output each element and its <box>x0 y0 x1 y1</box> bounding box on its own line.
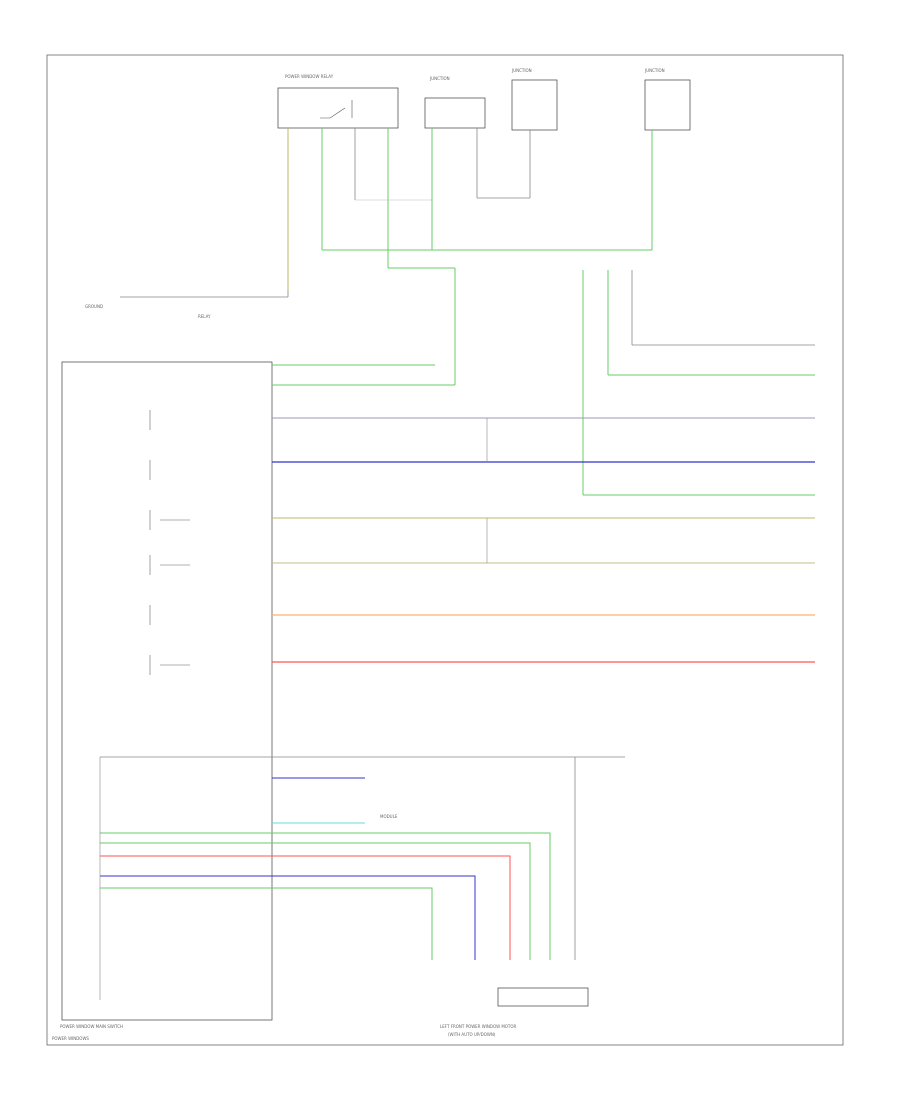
relay-switch-symbol <box>320 107 346 119</box>
outer-frame <box>46 54 844 1046</box>
wire-lower-blue <box>100 875 476 960</box>
wire-lower-green-3 <box>100 887 433 960</box>
left-relay-label: RELAY <box>198 314 211 319</box>
switch-symbols <box>149 410 190 675</box>
junction-label-a: JUNCTION <box>429 76 450 81</box>
junction-box-a <box>424 97 486 129</box>
wire-lower-red <box>100 855 511 960</box>
wire-lower-green-2 <box>100 842 531 960</box>
junction-label-b: JUNCTION <box>511 68 532 73</box>
junction-box-b <box>511 79 558 131</box>
left-front-window-motor-sub: (WITH AUTO UP/DOWN) <box>448 1032 496 1037</box>
junction-box-c <box>644 79 691 131</box>
power-window-relay-box <box>277 87 399 129</box>
footer-label: POWER WINDOWS <box>52 1036 89 1041</box>
wire-lower-green-1 <box>100 832 551 960</box>
main-switch-block <box>61 361 273 1021</box>
power-window-relay-label: POWER WINDOW RELAY <box>285 74 334 79</box>
left-front-window-motor-box <box>497 987 589 1007</box>
left-front-window-motor-label: LEFT FRONT POWER WINDOW MOTOR <box>440 1024 517 1029</box>
main-switch-label: POWER WINDOW MAIN SWITCH <box>60 1024 123 1029</box>
junction-label-c: JUNCTION <box>644 68 665 73</box>
left-ground-label: GROUND <box>85 304 103 309</box>
module-label: MODULE <box>380 814 398 819</box>
